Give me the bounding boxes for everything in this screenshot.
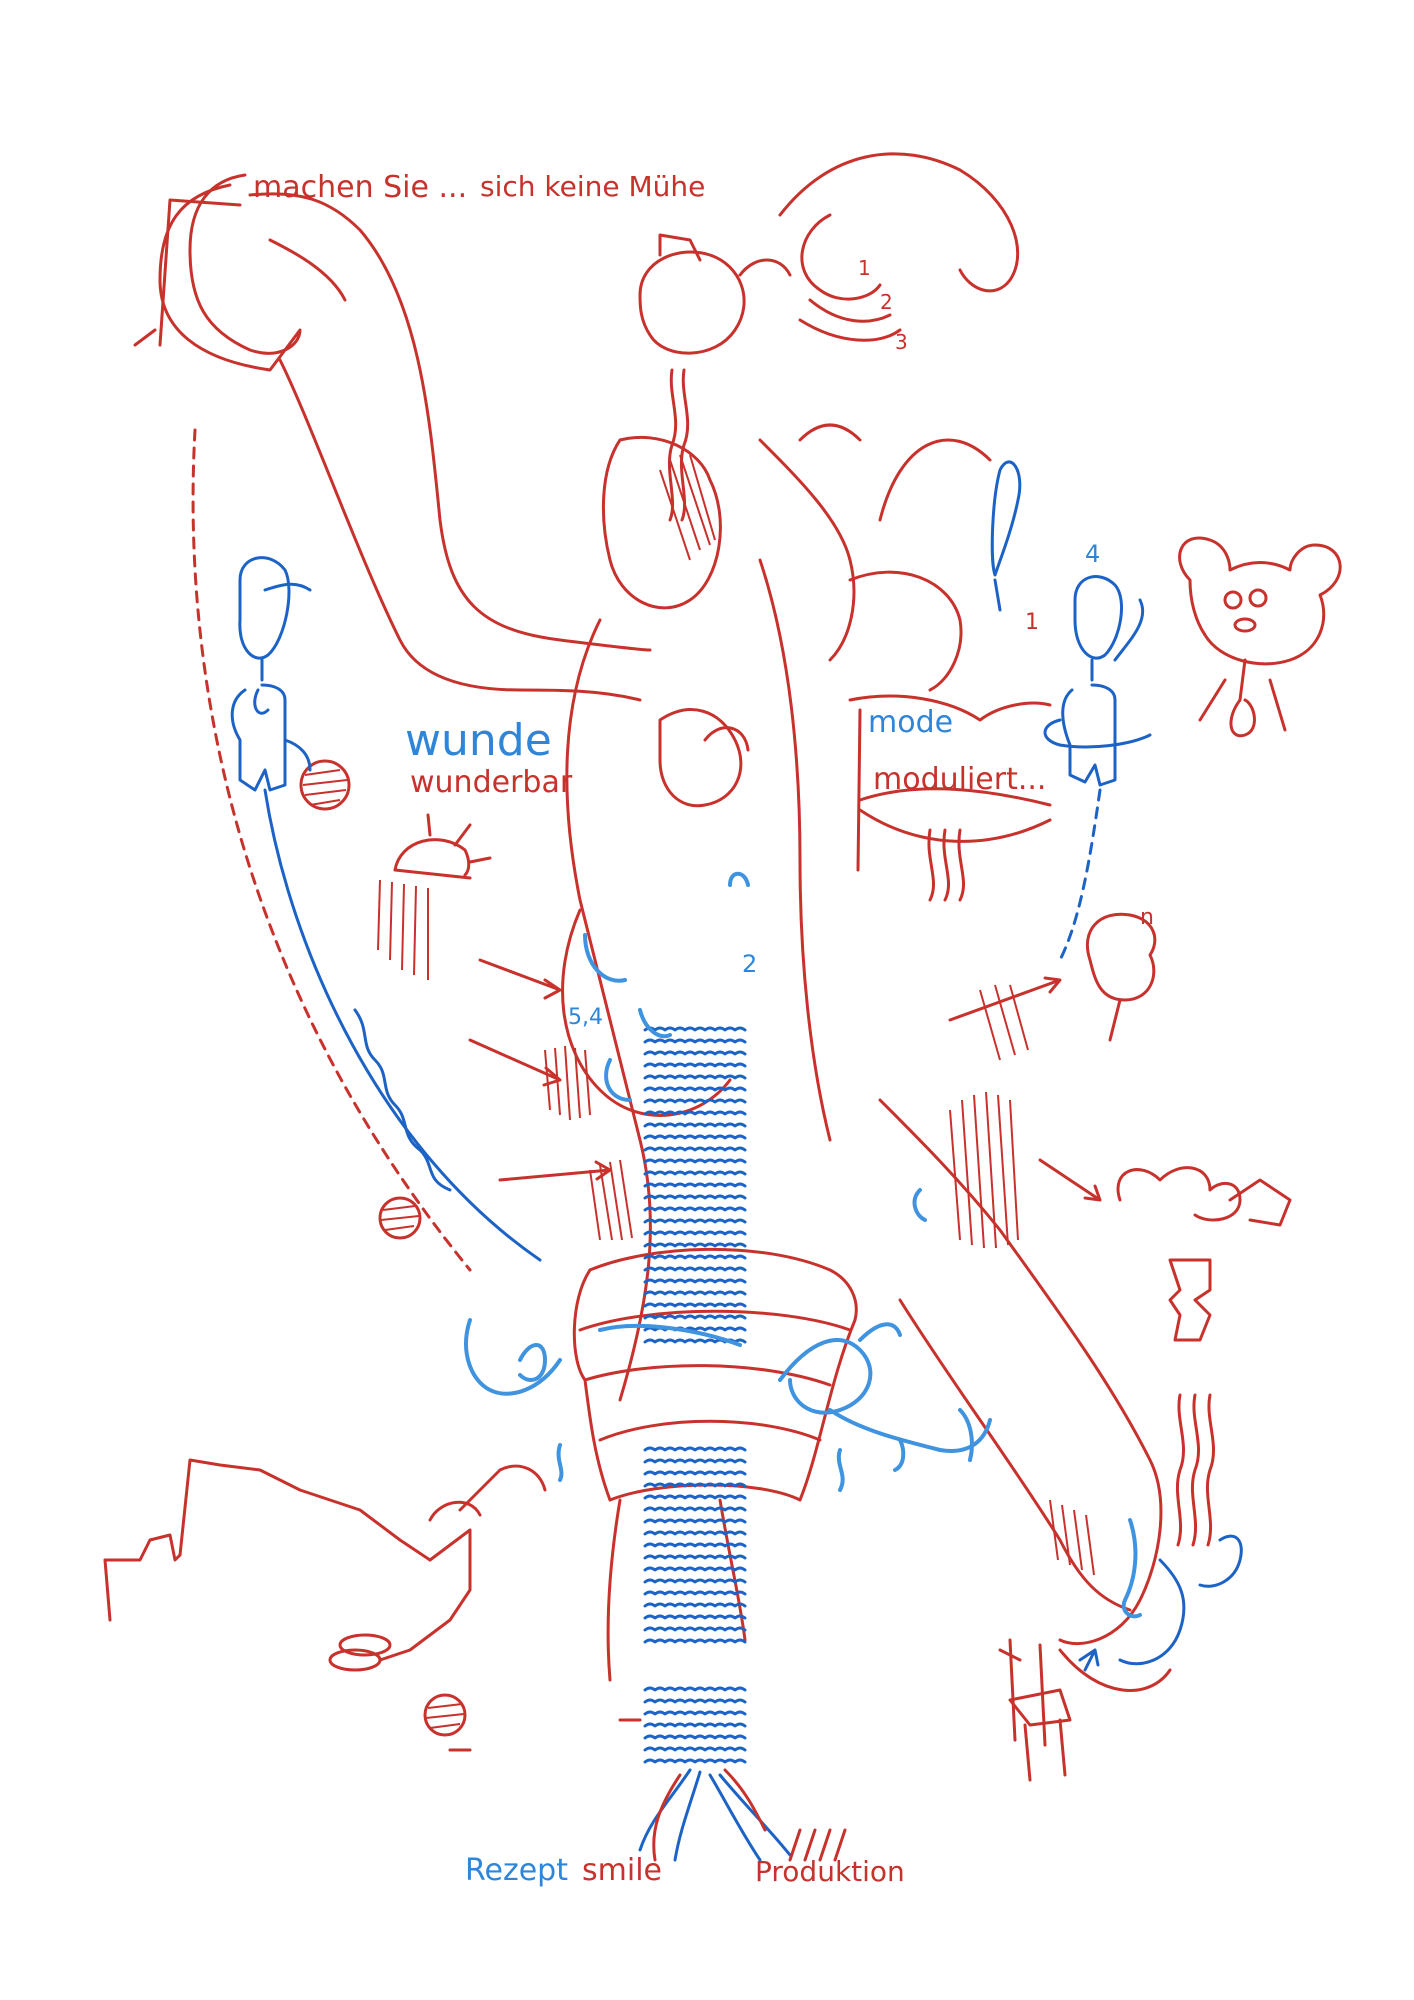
wave-line bbox=[643, 1206, 747, 1212]
light-blue-scribbles bbox=[464, 871, 1243, 1666]
curled-arm bbox=[133, 173, 652, 1272]
mouse-head bbox=[1178, 536, 1342, 738]
wave-line bbox=[643, 1086, 747, 1092]
number-5-4: 5,4 bbox=[568, 1005, 603, 1030]
wave-line bbox=[643, 1158, 747, 1164]
mode-frame bbox=[848, 694, 1052, 902]
wave-line bbox=[643, 1218, 747, 1224]
torso-belts bbox=[572, 1247, 858, 1682]
number-3-spiral: 3 bbox=[895, 330, 908, 354]
wave-line bbox=[643, 1122, 747, 1128]
wave-line bbox=[643, 1614, 747, 1620]
wave-line bbox=[643, 1590, 747, 1596]
wave-line bbox=[643, 1266, 747, 1272]
wave-line bbox=[643, 1182, 747, 1188]
wave-line bbox=[643, 1458, 747, 1464]
number-4: 4 bbox=[1085, 540, 1101, 568]
wave-line bbox=[643, 1698, 747, 1704]
text-smile: smile bbox=[582, 1853, 662, 1888]
arrows bbox=[448, 958, 1102, 1752]
wave-line bbox=[643, 1686, 747, 1692]
wave-line bbox=[643, 1734, 747, 1740]
number-2-spiral: 2 bbox=[880, 290, 893, 314]
wave-line bbox=[643, 1626, 747, 1632]
number-2-circle: 2 bbox=[742, 950, 758, 978]
wave-line bbox=[643, 1290, 747, 1296]
wave-line bbox=[643, 1170, 747, 1176]
number-1-right: 1 bbox=[1025, 610, 1039, 635]
wave-line bbox=[643, 1038, 747, 1044]
branching-line bbox=[103, 1458, 547, 1672]
wave-line bbox=[643, 1146, 747, 1152]
bottom-roots bbox=[638, 1768, 847, 1862]
bean-shape bbox=[1085, 912, 1157, 1042]
wave-line bbox=[643, 1602, 747, 1608]
wave-line bbox=[643, 1470, 747, 1476]
wave-line bbox=[643, 1134, 747, 1140]
wave-line bbox=[643, 1494, 747, 1500]
wave-line bbox=[643, 1278, 747, 1284]
wave-line bbox=[643, 1506, 747, 1512]
wave-line bbox=[643, 1542, 747, 1548]
wave-line bbox=[643, 1518, 747, 1524]
half-sun bbox=[377, 813, 492, 980]
right-blue-figure bbox=[990, 460, 1152, 962]
wave-line bbox=[643, 1050, 747, 1056]
wave-line bbox=[643, 1758, 747, 1764]
wave-line bbox=[643, 1578, 747, 1584]
central-body bbox=[561, 423, 992, 1402]
left-blue-figure bbox=[230, 556, 542, 1262]
wave-line bbox=[643, 1302, 747, 1308]
wave-line bbox=[643, 1314, 747, 1320]
chair bbox=[1008, 1638, 1072, 1782]
text-sich-keine-muehe: sich keine Mühe bbox=[480, 170, 706, 203]
spiral-curl bbox=[778, 152, 1020, 342]
wave-line bbox=[643, 1242, 747, 1248]
text-rezept: Rezept bbox=[465, 1853, 568, 1888]
text-mode: mode bbox=[868, 705, 954, 740]
text-produktion: Produktion bbox=[755, 1855, 905, 1888]
number-1-spiral: 1 bbox=[858, 256, 871, 280]
wave-line bbox=[643, 1194, 747, 1200]
text-wunde: wunde bbox=[405, 715, 552, 766]
wave-column bbox=[643, 1026, 747, 1764]
wave-line bbox=[643, 1026, 747, 1032]
wave-line bbox=[643, 1566, 747, 1572]
wave-line bbox=[643, 1074, 747, 1080]
letter-n: n bbox=[1140, 905, 1154, 930]
wave-line bbox=[643, 1482, 747, 1488]
top-head bbox=[638, 233, 792, 522]
wave-line bbox=[643, 1554, 747, 1560]
right-leg bbox=[878, 1098, 1172, 1692]
text-wunderbar: wunderbar bbox=[410, 765, 573, 800]
wave-line bbox=[643, 1230, 747, 1236]
wave-line bbox=[643, 1638, 747, 1644]
wave-line bbox=[643, 1254, 747, 1260]
wave-line bbox=[643, 1098, 747, 1104]
wave-line bbox=[643, 1530, 747, 1536]
hatched-zones bbox=[544, 454, 1095, 1576]
wave-line bbox=[643, 1722, 747, 1728]
hatched-circles bbox=[299, 759, 467, 1737]
wave-line bbox=[643, 1446, 747, 1452]
wave-line bbox=[643, 1062, 747, 1068]
right-column bbox=[1116, 1166, 1292, 1547]
wave-line bbox=[643, 1746, 747, 1752]
text-moduliert: moduliert... bbox=[873, 762, 1047, 797]
wave-line bbox=[643, 1710, 747, 1716]
wave-line bbox=[643, 1110, 747, 1116]
text-machen-sie: machen Sie ... bbox=[253, 170, 468, 205]
